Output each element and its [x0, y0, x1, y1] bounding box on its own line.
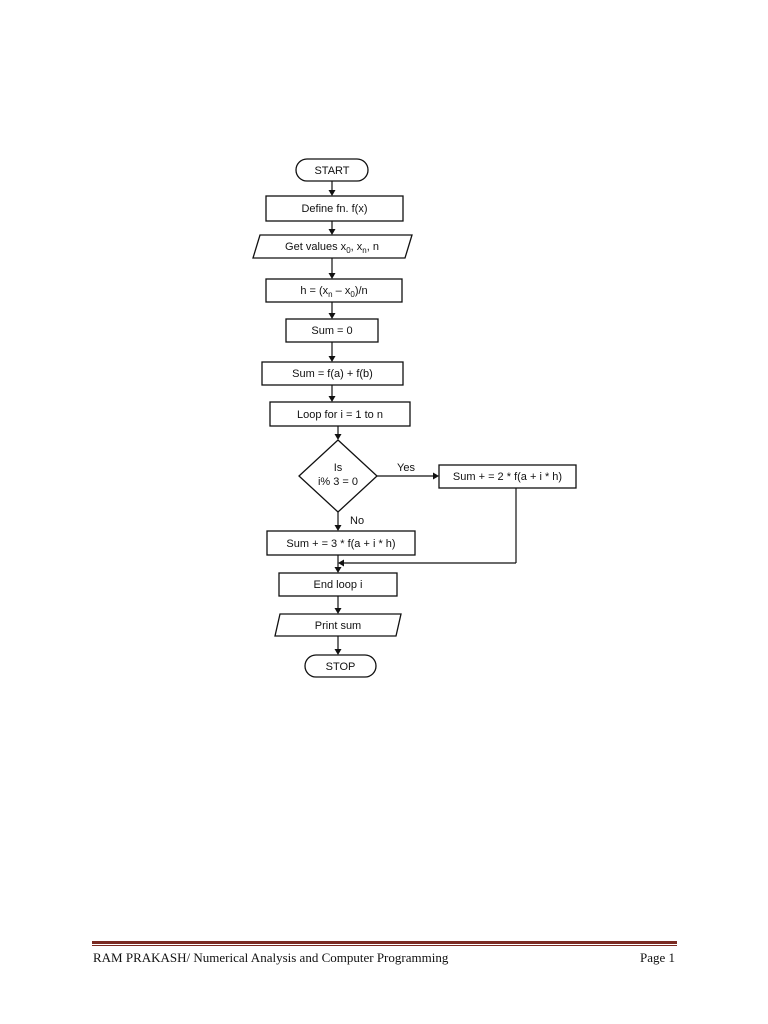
connector-decision-no — [334, 512, 342, 531]
no-branch-label: Sum + = 3 * f(a + i * h) — [286, 538, 395, 550]
get-values-input: Get values x0, xn, n — [252, 234, 413, 259]
sum-init-process: Sum = 0 — [285, 318, 379, 343]
footer-rule — [92, 941, 677, 944]
modulo-decision: Is i% 3 = 0 — [298, 439, 378, 513]
connector-h-suminit — [328, 302, 336, 319]
connector-sumends-loop — [328, 385, 336, 402]
get-values-label: Get values x0, xn, n — [285, 241, 379, 255]
yes-label: Yes — [397, 462, 415, 474]
loop-end-label: End loop i — [314, 579, 363, 591]
step-size-process: h = (xn – x0)/n — [265, 278, 403, 303]
print-sum-label: Print sum — [315, 620, 361, 632]
loop-start-label: Loop for i = 1 to n — [297, 409, 383, 421]
stop-label: STOP — [326, 661, 356, 673]
sum-endpoints-process: Sum = f(a) + f(b) — [261, 361, 404, 386]
footer-author-title: RAM PRAKASH/ Numerical Analysis and Comp… — [93, 950, 449, 965]
start-label: START — [314, 165, 349, 177]
step-size-label: h = (xn – x0)/n — [300, 285, 367, 299]
yes-branch-process: Sum + = 2 * f(a + i * h) — [438, 464, 577, 489]
connector-print-stop — [334, 636, 342, 655]
connector-loopend-print — [334, 596, 342, 614]
loop-start-process: Loop for i = 1 to n — [269, 401, 411, 427]
decision-line-1: Is — [334, 462, 343, 474]
sum-init-label: Sum = 0 — [311, 325, 352, 337]
define-function-label: Define fn. f(x) — [301, 203, 367, 215]
footer-page-number: Page 1 — [639, 950, 675, 965]
loop-end-process: End loop i — [278, 572, 398, 597]
stop-terminator: STOP — [304, 654, 377, 678]
sum-endpoints-label: Sum = f(a) + f(b) — [292, 368, 373, 380]
start-terminator: START — [295, 158, 369, 182]
connector-loop-decision — [334, 426, 342, 440]
connector-no-loopend — [334, 555, 342, 573]
footer-rule-thin — [92, 945, 677, 946]
decision-line-2: i% 3 = 0 — [318, 476, 358, 488]
connector-suminit-sumends — [328, 342, 336, 362]
connector-start-define — [328, 181, 336, 196]
connector-define-getvalues — [328, 221, 336, 235]
no-label: No — [350, 515, 364, 527]
yes-branch-label: Sum + = 2 * f(a + i * h) — [453, 471, 562, 483]
connector-decision-yes — [377, 472, 439, 480]
connector-getvalues-h — [328, 258, 336, 279]
connector-yes-merge — [338, 488, 517, 567]
define-function-process: Define fn. f(x) — [265, 195, 404, 222]
no-branch-process: Sum + = 3 * f(a + i * h) — [266, 530, 416, 556]
print-sum-output: Print sum — [274, 613, 402, 637]
